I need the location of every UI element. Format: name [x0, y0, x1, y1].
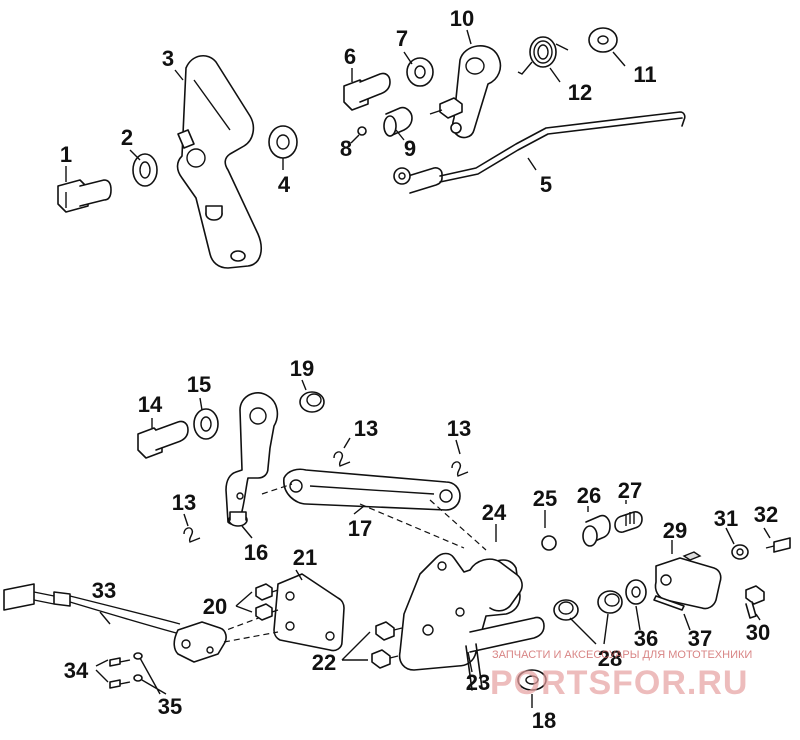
part-11-washer	[588, 27, 618, 53]
callout-2: 2	[121, 125, 133, 150]
callout-20: 20	[203, 594, 227, 619]
part-27-spring	[614, 511, 643, 533]
callout-27: 27	[618, 478, 642, 503]
callout-29: 29	[663, 518, 687, 543]
callout-8: 8	[340, 136, 352, 161]
callout-13a: 13	[354, 416, 378, 441]
part-37-pin	[653, 595, 685, 611]
part-20-screw-a	[255, 583, 279, 601]
part-29-detent-housing	[654, 551, 722, 610]
callout-21: 21	[293, 545, 317, 570]
callout-5: 5	[540, 172, 552, 197]
part-8-nut	[357, 126, 367, 136]
part-5-link-rod	[393, 111, 686, 194]
callout-24: 24	[482, 500, 507, 525]
part-15-washer	[193, 408, 219, 440]
part-25-ball	[541, 535, 557, 551]
part-19-bushing	[299, 391, 325, 413]
part-1-bolt	[57, 179, 112, 213]
lower-leader-lines	[95, 379, 771, 708]
callout-1: 1	[60, 142, 72, 167]
part-21-mounting-plate	[273, 573, 345, 652]
part-13-clip-a	[333, 451, 351, 467]
part-16-bracket-arm	[225, 392, 279, 527]
callout-13b: 13	[447, 416, 471, 441]
callout-17: 17	[348, 516, 372, 541]
callout-4: 4	[278, 172, 291, 197]
part-28-bushing-a	[553, 599, 579, 621]
callout-labels: 1 2 3 4 5 6 7 8 9 10 11 12 13 13 13 14 1…	[60, 6, 778, 733]
callout-31: 31	[714, 506, 738, 531]
callout-16: 16	[244, 540, 268, 565]
part-20-screw-b	[255, 603, 279, 621]
part-22-bolt-b	[371, 649, 399, 669]
callout-11: 11	[633, 62, 656, 87]
part-2-washer	[132, 153, 158, 187]
callout-25: 25	[533, 486, 557, 511]
watermark-caption: ЗАПЧАСТИ И АКСЕССУАРЫ ДЛЯ МОТОТЕХНИКИ	[492, 649, 752, 661]
callout-22: 22	[312, 650, 336, 675]
part-9-bushing	[383, 106, 413, 137]
callout-33: 33	[92, 578, 116, 603]
part-12-spring	[517, 36, 569, 75]
callout-30: 30	[746, 620, 770, 645]
part-17-link-bar	[283, 468, 461, 511]
part-10-crank-arm	[429, 45, 502, 139]
callout-3: 3	[162, 46, 174, 71]
callout-10: 10	[450, 6, 474, 31]
part-22-bolt-a	[375, 621, 403, 641]
part-28-bushing-b	[597, 590, 623, 614]
callout-13c: 13	[172, 490, 196, 515]
part-26-bushing	[582, 514, 611, 547]
part-30-bolt	[745, 585, 765, 619]
callout-34: 34	[64, 658, 89, 683]
watermark-logo: PORTSFOR.RU	[490, 664, 748, 702]
part-4-washer	[268, 125, 298, 159]
callout-12: 12	[568, 80, 592, 105]
callout-26: 26	[577, 483, 601, 508]
part-13-clip-b	[451, 461, 469, 477]
part-32-screw	[765, 537, 791, 553]
part-34-screws	[109, 657, 131, 689]
part-6-bolt	[343, 72, 391, 111]
callout-23: 23	[466, 670, 490, 695]
callout-15: 15	[187, 372, 211, 397]
part-7-washer	[406, 57, 434, 87]
callout-7: 7	[396, 26, 408, 51]
part-23-24-shift-plate	[398, 552, 545, 691]
callout-36: 36	[634, 626, 658, 651]
callout-19: 19	[290, 356, 314, 381]
callout-14: 14	[138, 392, 163, 417]
part-13-clip-c	[183, 527, 201, 543]
callout-32: 32	[754, 502, 778, 527]
watermark: ЗАПЧАСТИ И АКСЕССУАРЫ ДЛЯ МОТОТЕХНИКИ PO…	[490, 649, 752, 702]
part-36-washer	[625, 579, 647, 605]
part-3-lever-arm	[176, 55, 262, 269]
callout-18: 18	[532, 708, 556, 733]
upper-leader-lines	[65, 29, 626, 182]
callout-28: 28	[598, 646, 622, 671]
part-35-washers	[133, 652, 143, 682]
part-18-washer	[517, 669, 547, 691]
callout-37: 37	[688, 626, 712, 651]
part-31-washer	[731, 544, 749, 560]
callout-9: 9	[404, 136, 416, 161]
callout-35: 35	[158, 694, 182, 719]
part-14-bolt	[137, 420, 189, 459]
part-33-switch-harness	[3, 583, 279, 663]
callout-6: 6	[344, 44, 356, 69]
